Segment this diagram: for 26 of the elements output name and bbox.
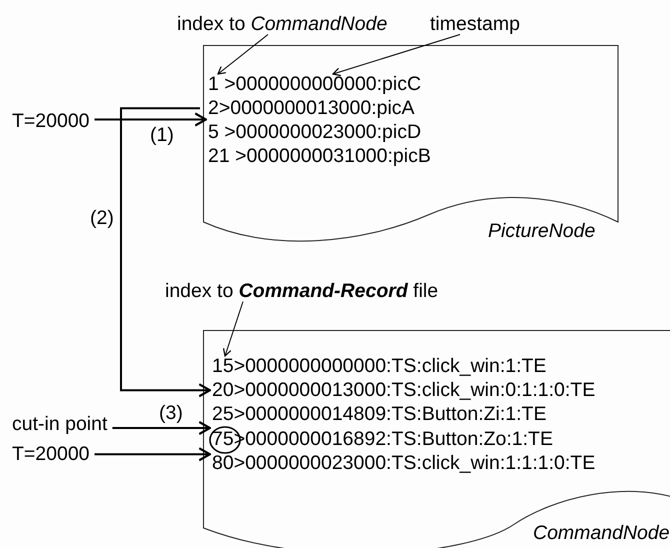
leader-arrow: [222, 301, 244, 357]
record-line: 2>0000000013000:picA: [208, 96, 415, 120]
record-line: 15>0000000000000:TS:click_win:1:TE: [212, 354, 546, 378]
record-line: 80>0000000023000:TS:click_win:1:1:1:0:TE: [212, 451, 596, 476]
annotation-text: index to CommandNode: [177, 12, 388, 36]
edge-label: (2): [88, 209, 116, 227]
leader-arrow: [217, 34, 268, 75]
record-line: 21 >0000000031000:picB: [208, 144, 431, 168]
annotation-text: T=20000: [12, 109, 90, 134]
annotation-text: cut-in point: [12, 412, 108, 436]
record-line: 20>0000000013000:TS:click_win:0:1:1:0:TE: [212, 378, 596, 402]
document-title: CommandNode: [533, 522, 670, 545]
edge-label: (1): [148, 126, 176, 144]
record-line: 25>0000000014809:TS:Button:Zi:1:TE: [212, 402, 546, 426]
leader-arrow: [332, 34, 460, 76]
document-title: PictureNode: [488, 220, 596, 243]
annotation-text: timestamp: [430, 12, 520, 36]
annotation-text: T=20000: [12, 442, 90, 466]
annotation-text: index to Command-Record file: [165, 279, 438, 304]
arrow: [94, 112, 208, 127]
record-line: 1 >0000000000000:picC: [208, 72, 422, 96]
arrow: [112, 420, 212, 436]
arrow: [94, 447, 212, 462]
record-line: 5 >0000000023000:picD: [208, 120, 422, 144]
edge-label: (3): [157, 404, 185, 422]
arrow: [120, 107, 212, 398]
